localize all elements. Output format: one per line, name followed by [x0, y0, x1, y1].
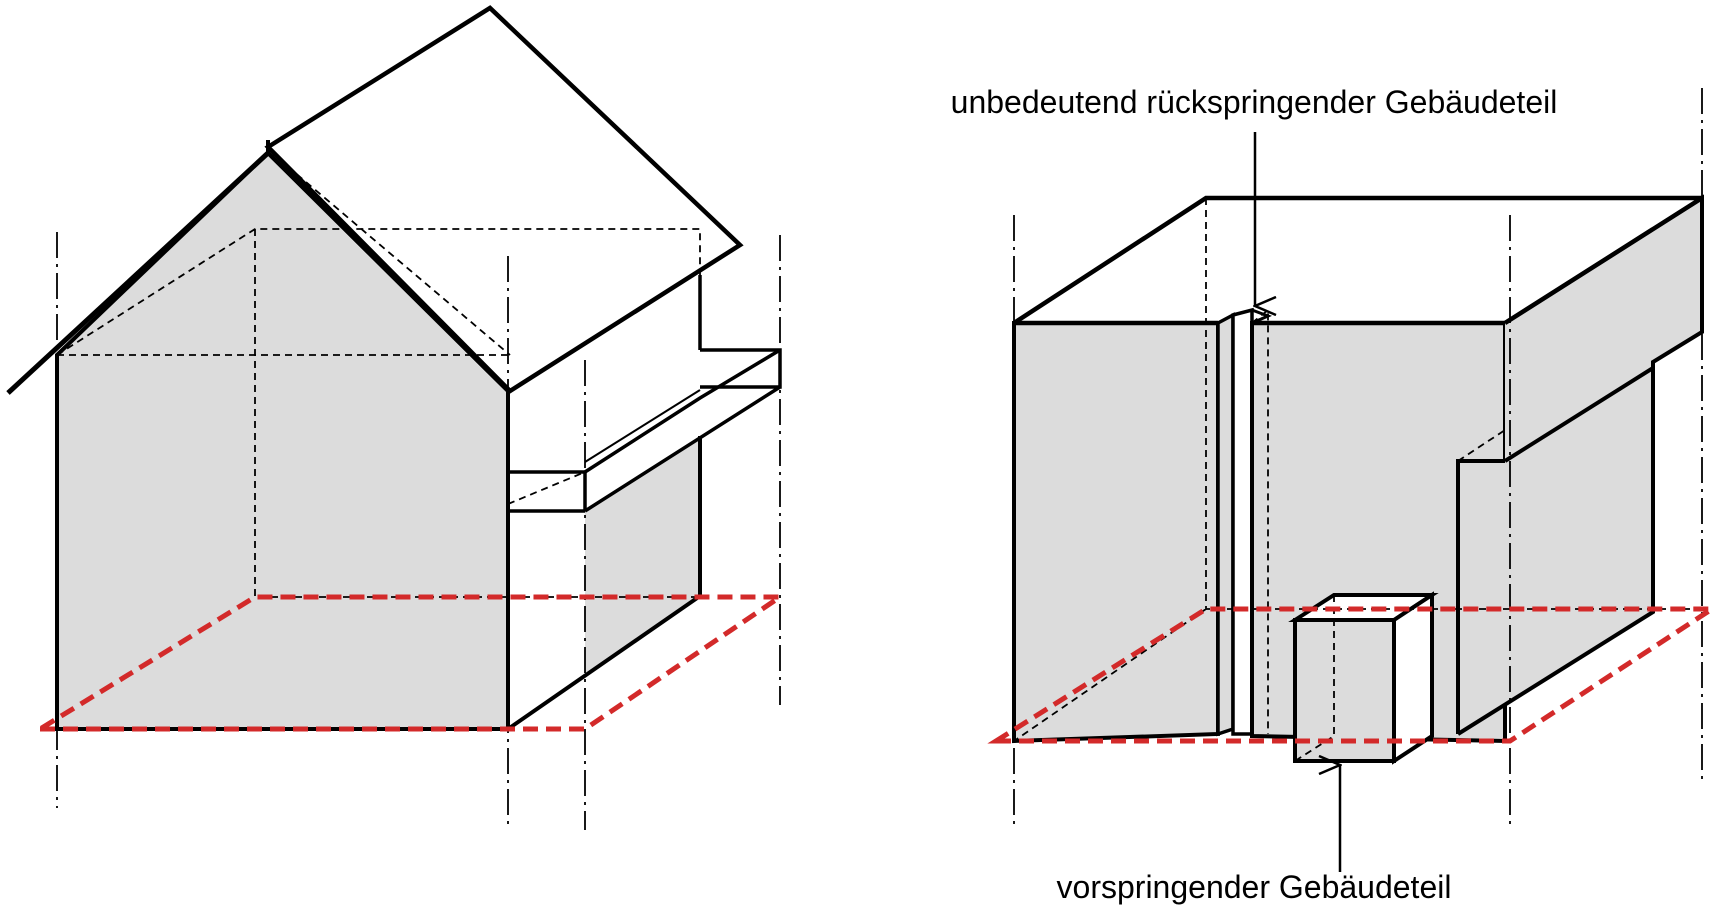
balcony-slab-top	[584, 348, 781, 474]
footprint-outline	[31, 594, 789, 732]
label-projection: vorspringender Gebäudeteil	[1057, 869, 1452, 905]
side-wall-right	[1458, 198, 1702, 734]
building-with-recess-and-projection: unbedeutend rückspringender Gebäudeteil …	[951, 84, 1713, 905]
footprint-outline-right	[987, 606, 1713, 744]
balcony-slab	[508, 350, 780, 511]
house-with-balcony	[6, 5, 789, 830]
recess-inner	[1231, 307, 1254, 736]
roof-plane	[264, 5, 744, 394]
label-recess: unbedeutend rückspringender Gebäudeteil	[951, 84, 1558, 120]
roof-eave-left	[6, 151, 270, 395]
front-wall-left	[1012, 321, 1220, 744]
projection-side	[1392, 591, 1434, 765]
hidden-edges	[56, 152, 701, 598]
hidden-edges-right	[1013, 198, 1702, 762]
axis-lines	[56, 232, 781, 830]
balcony-slab-inner	[584, 389, 701, 463]
recess-strip	[1216, 312, 1235, 737]
